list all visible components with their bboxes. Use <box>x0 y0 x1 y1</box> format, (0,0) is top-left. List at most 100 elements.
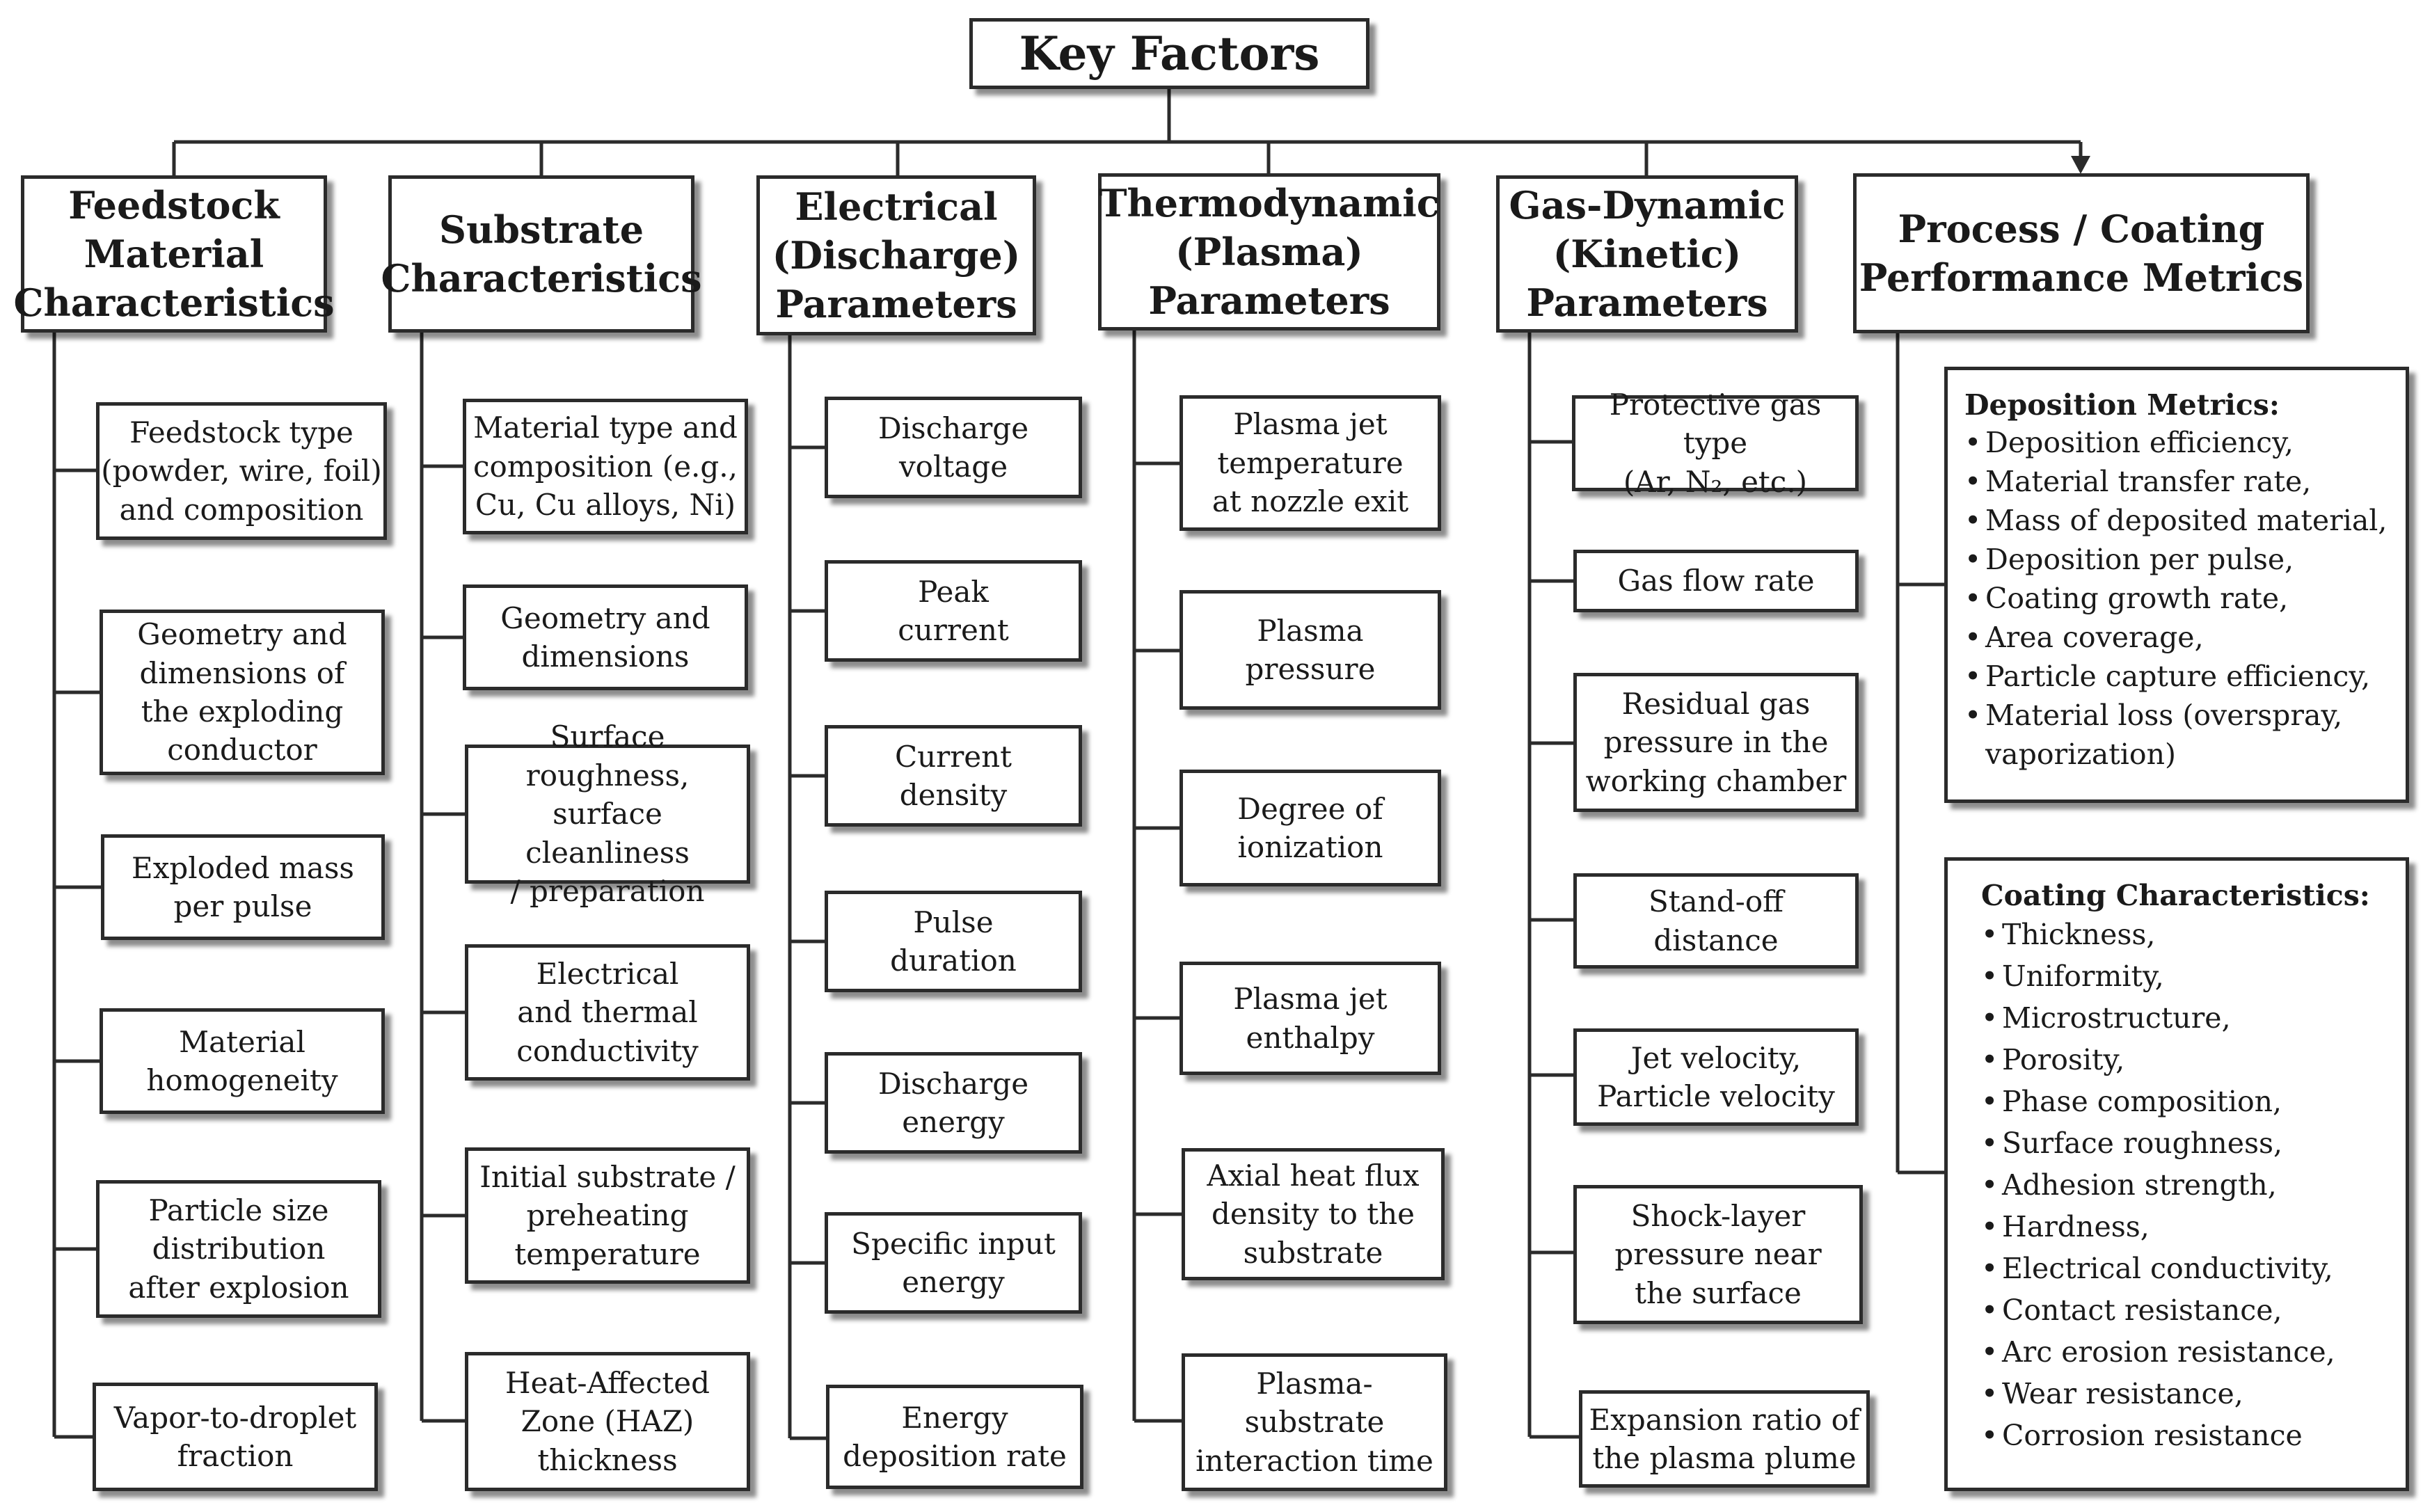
coating-characteristic-label: Uniformity, <box>2002 960 2164 993</box>
deposition-metric-label: Material loss (overspray, <box>1985 699 2343 732</box>
thermodynamic-item: Plasma pressure <box>1179 590 1441 710</box>
header-electrical-label: Electrical (Discharge) Parameters <box>772 184 1021 327</box>
bullet: • <box>1981 960 1999 993</box>
coating-characteristic-label: Surface roughness, <box>2002 1127 2283 1160</box>
deposition-metric-continuation: vaporization) <box>1985 738 2176 771</box>
deposition-metric-label: Particle capture efficiency, <box>1985 660 2371 693</box>
feedstock-item-label: Particle size distribution after explosi… <box>128 1193 349 1305</box>
deposition-metric: •Deposition per pulse, <box>1964 540 2392 579</box>
deposition-metric: •Particle capture efficiency, <box>1964 657 2392 696</box>
header-metrics: Process / Coating Performance Metrics <box>1853 173 2310 333</box>
thermodynamic-item-label: Plasma pressure <box>1245 613 1376 686</box>
bullet: • <box>1981 1210 1999 1243</box>
thermodynamic-item-label: Degree of ionization <box>1237 791 1383 864</box>
gas-dynamic-item: Jet velocity, Particle velocity <box>1573 1028 1859 1126</box>
gas-dynamic-item: Stand-off distance <box>1573 873 1859 969</box>
header-metrics-label: Process / Coating Performance Metrics <box>1859 206 2304 300</box>
deposition-metric: •Deposition efficiency, <box>1964 423 2392 462</box>
electrical-item-label: Energy deposition rate <box>843 1400 1067 1473</box>
gas-dynamic-item-label: Shock-layer pressure near the surface <box>1614 1198 1822 1310</box>
bullet: • <box>1981 1001 1999 1035</box>
substrate-item: Geometry and dimensions <box>463 584 748 690</box>
coating-characteristic: •Contact resistance, <box>1981 1289 2392 1331</box>
root-title: Key Factors <box>1019 26 1320 81</box>
gas-dynamic-item: Shock-layer pressure near the surface <box>1573 1185 1863 1324</box>
coating-characteristic: •Porosity, <box>1981 1039 2392 1081</box>
coating-characteristic-label: Corrosion resistance <box>2002 1419 2303 1452</box>
substrate-item-label: Surface roughness, surface cleanliness /… <box>510 719 705 909</box>
deposition-metric-label: Deposition per pulse, <box>1985 543 2294 576</box>
header-thermodynamic-label: Thermodynamic (Plasma) Parameters <box>1099 180 1440 324</box>
bullet: • <box>1981 1168 1999 1202</box>
coating-characteristic-label: Electrical conductivity, <box>2002 1252 2333 1285</box>
bullet: • <box>1981 1294 1999 1327</box>
coating-characteristic-label: Contact resistance, <box>2002 1294 2282 1327</box>
thermodynamic-item: Axial heat flux density to the substrate <box>1182 1148 1445 1280</box>
deposition-metric: •Mass of deposited material, <box>1964 501 2392 540</box>
deposition-metrics-list: •Deposition efficiency, •Material transf… <box>1964 423 2392 774</box>
gas-dynamic-item: Gas flow rate <box>1573 550 1859 612</box>
deposition-metrics-panel: Deposition Metrics: •Deposition efficien… <box>1944 367 2409 803</box>
header-substrate: Substrate Characteristics <box>381 175 701 333</box>
feedstock-item-label: Vapor-to-droplet fraction <box>113 1400 357 1473</box>
electrical-item: Pulse duration <box>825 891 1082 992</box>
header-feedstock: Feedstock Material Characteristics <box>14 175 334 333</box>
feedstock-item: Feedstock type (powder, wire, foil) and … <box>96 402 387 540</box>
bullet: • <box>1964 699 1982 732</box>
bullet: • <box>1981 1043 1999 1076</box>
header-gas-dynamic-label: Gas-Dynamic (Kinetic) Parameters <box>1509 182 1786 326</box>
coating-characteristic: •Surface roughness, <box>1981 1122 2392 1164</box>
coating-characteristic: •Phase composition, <box>1981 1081 2392 1122</box>
thermodynamic-item-label: Plasma jet enthalpy <box>1233 982 1388 1055</box>
root-box: Key Factors <box>969 18 1369 89</box>
bullet: • <box>1964 543 1982 576</box>
coating-characteristic: •Microstructure, <box>1981 997 2392 1039</box>
coating-characteristic: •Wear resistance, <box>1981 1373 2392 1415</box>
bullet: • <box>1981 918 1999 951</box>
substrate-item: Electrical and thermal conductivity <box>465 944 750 1081</box>
coating-characteristic: •Corrosion resistance <box>1981 1415 2392 1456</box>
deposition-metric: •Material loss (overspray, <box>1964 696 2392 735</box>
deposition-metric: •Coating growth rate, <box>1964 579 2392 618</box>
feedstock-item: Geometry and dimensions of the exploding… <box>100 610 385 775</box>
bullet: • <box>1981 1252 1999 1285</box>
feedstock-item: Exploded mass per pulse <box>101 834 385 940</box>
coating-characteristic-label: Hardness, <box>2002 1210 2150 1243</box>
thermodynamic-item-label: Plasma jet temperature at nozzle exit <box>1212 407 1409 519</box>
feedstock-item: Material homogeneity <box>100 1008 385 1114</box>
coating-characteristics-list: •Thickness, •Uniformity, •Microstructure… <box>1981 914 2392 1456</box>
electrical-item: Energy deposition rate <box>826 1385 1083 1489</box>
substrate-item: Material type and composition (e.g., Cu,… <box>463 399 748 534</box>
thermodynamic-item-label: Axial heat flux density to the substrate <box>1207 1158 1420 1270</box>
bullet: • <box>1964 621 1982 654</box>
electrical-item: Peak current <box>825 560 1082 662</box>
gas-dynamic-item: Protective gas type (Ar, N₂, etc.) <box>1572 388 1859 499</box>
electrical-item: Specific input energy <box>825 1212 1082 1314</box>
electrical-item-label: Peak current <box>898 574 1009 647</box>
bullet: • <box>1981 1335 1999 1369</box>
feedstock-item: Vapor-to-droplet fraction <box>93 1383 378 1491</box>
bullet: • <box>1964 504 1982 537</box>
electrical-item-label: Specific input energy <box>851 1226 1056 1299</box>
deposition-metrics-title: Deposition Metrics: <box>1964 388 2280 422</box>
electrical-item-label: Discharge energy <box>877 1066 1029 1139</box>
gas-dynamic-item: Residual gas pressure in the working cha… <box>1573 673 1859 812</box>
coating-characteristic-label: Wear resistance, <box>2002 1377 2243 1410</box>
deposition-metric-label: Deposition efficiency, <box>1985 426 2294 459</box>
deposition-metric: •Area coverage, <box>1964 618 2392 657</box>
header-gas-dynamic: Gas-Dynamic (Kinetic) Parameters <box>1496 175 1798 333</box>
coating-characteristic: •Thickness, <box>1981 914 2392 955</box>
thermodynamic-item: Plasma jet enthalpy <box>1179 962 1441 1075</box>
bullet: • <box>1964 660 1982 693</box>
substrate-item-label: Geometry and dimensions <box>500 600 710 674</box>
deposition-metric-label: Material transfer rate, <box>1985 465 2312 498</box>
feedstock-item: Particle size distribution after explosi… <box>96 1180 381 1318</box>
gas-dynamic-item-label: Stand-off distance <box>1649 884 1784 957</box>
gas-dynamic-item-label: Protective gas type (Ar, N₂, etc.) <box>1609 387 1822 499</box>
coating-characteristic-label: Adhesion strength, <box>2002 1168 2277 1202</box>
thermodynamic-item: Plasma jet temperature at nozzle exit <box>1179 395 1441 531</box>
coating-characteristic-label: Porosity, <box>2002 1043 2125 1076</box>
feedstock-item-label: Geometry and dimensions of the exploding… <box>137 617 347 767</box>
feedstock-item-label: Feedstock type (powder, wire, foil) and … <box>101 415 382 527</box>
